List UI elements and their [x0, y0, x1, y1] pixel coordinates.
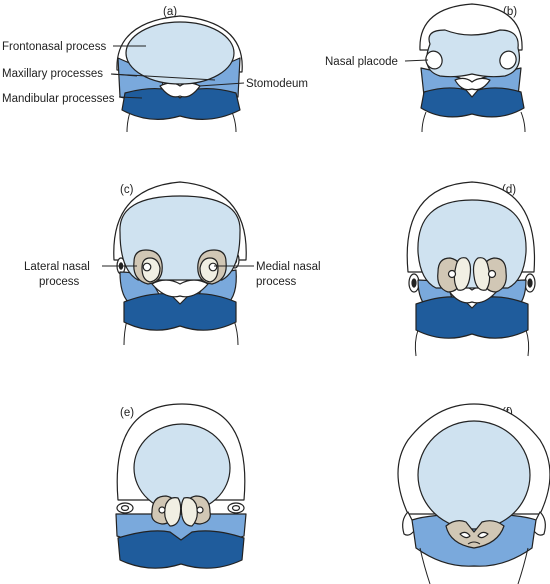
- frontonasal-process: [133, 423, 231, 513]
- mandibular-process: [123, 293, 237, 331]
- panel-c: (c) Lateral nasal process Medial nasal: [24, 181, 321, 346]
- frontonasal-process: [426, 29, 521, 78]
- leader-line-nasal-placode: [404, 59, 429, 62]
- leader-line-maxillary-right: [110, 73, 216, 81]
- panel-f: (f): [397, 403, 550, 584]
- ear-canal-left: [120, 505, 130, 512]
- neck-line: [126, 111, 131, 133]
- neck-line: [419, 547, 431, 584]
- stomodeum: [454, 77, 491, 91]
- nasal-placode-right: [499, 50, 517, 70]
- label-mandibular-processes: Mandibular processes: [2, 93, 115, 105]
- panel-letter-a: (a): [163, 6, 177, 18]
- label-frontonasal-process: Frontonasal process: [2, 41, 106, 53]
- panel-e: (e): [115, 403, 247, 569]
- upper-lip: [445, 520, 505, 549]
- panel-letter-c: (c): [120, 184, 134, 196]
- label-medial-nasal-line1: Medial nasal: [256, 261, 321, 273]
- neck-line: [421, 111, 427, 133]
- medial-nasal-process-right: [472, 257, 491, 291]
- medial-nasal-process-left: [453, 257, 472, 291]
- panel-letter-e: (e): [120, 407, 134, 419]
- nasal-pit-left: [447, 269, 457, 279]
- label-maxillary-processes: Maxillary processes: [2, 68, 103, 80]
- nostril-right: [477, 531, 489, 539]
- neck-line: [525, 329, 530, 357]
- nostril-left: [459, 531, 471, 539]
- nasal-placode-left: [425, 50, 443, 70]
- ear-canal-right: [231, 505, 241, 512]
- neck-line: [414, 329, 419, 357]
- nasal-pit-right: [487, 269, 497, 279]
- panel-d: (d): [406, 181, 536, 357]
- label-lateral-nasal-line1: Lateral nasal: [24, 261, 90, 273]
- stomodeum: [151, 279, 209, 298]
- nasal-pit-left: [158, 506, 166, 514]
- frontonasal-process: [125, 21, 235, 85]
- leader-line-stomodeum: [198, 82, 245, 87]
- medial-nasal-process-left: [164, 497, 182, 527]
- nasal-pit-left: [142, 262, 152, 272]
- nasal-pit-right: [208, 262, 218, 272]
- leader-line-mandibular: [118, 96, 143, 99]
- label-stomodeum: Stomodeum: [246, 78, 308, 90]
- philtrum-line: [467, 541, 481, 545]
- mandibular-process: [415, 296, 529, 339]
- neck-line: [233, 319, 239, 346]
- neck-line: [517, 547, 529, 584]
- frontonasal-process: [417, 199, 527, 289]
- ear-canal-left: [411, 278, 417, 288]
- neck-line: [231, 111, 237, 133]
- mandibular-process: [117, 530, 245, 569]
- label-lateral-nasal-line2: process: [39, 276, 80, 288]
- medial-nasal-process-right: [180, 497, 198, 527]
- mandibular-process: [420, 87, 525, 118]
- label-nasal-placode: Nasal placode: [325, 56, 398, 68]
- frontonasal-process: [417, 420, 531, 530]
- nasal-pit-right: [196, 506, 204, 514]
- panel-a: (a) Frontonasal process Maxillary proces…: [2, 6, 308, 133]
- label-medial-nasal-line2: process: [256, 276, 297, 288]
- panel-b: (b) Nasal placode: [325, 3, 526, 133]
- neck-line: [520, 111, 526, 133]
- ear-canal-right: [527, 278, 533, 288]
